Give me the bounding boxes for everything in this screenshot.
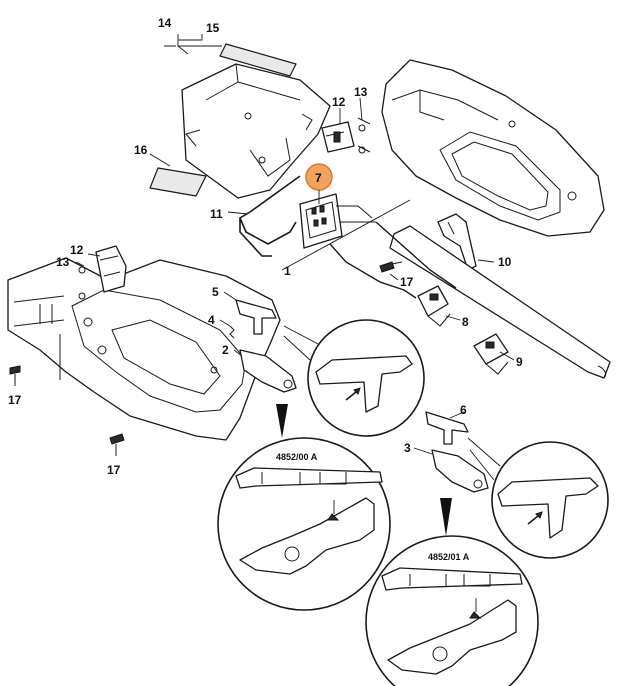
pointer-triangle-2 — [276, 404, 288, 438]
bracket-12-top — [321, 117, 371, 154]
callout-16: 16 — [134, 143, 148, 157]
callout-10: 10 — [498, 255, 512, 269]
detail-circle-trigger-2 — [217, 437, 391, 611]
screw-17-left-lower — [109, 433, 125, 456]
detail-circle-lever-6 — [491, 441, 609, 559]
part-number-b: 4852/01 A — [428, 552, 470, 562]
housing-cover — [181, 63, 331, 199]
part-number-a: 4852/00 A — [276, 452, 318, 462]
lever-6 — [425, 411, 469, 445]
callout-13-top: 13 — [354, 85, 368, 99]
callout-17-left-upper: 17 — [8, 393, 22, 407]
label-strip-15 — [219, 43, 297, 77]
callout-14: 14 — [158, 16, 172, 30]
cable-clip-10 — [437, 213, 477, 271]
callout-12-top: 12 — [332, 95, 346, 109]
spring-4 — [229, 325, 235, 339]
screw-17-left-upper — [9, 365, 21, 386]
bracket-14-15 — [177, 34, 222, 47]
plug-9 — [473, 333, 509, 375]
motor-housing-left — [7, 257, 281, 441]
rear-handle — [381, 59, 605, 237]
leader-lever-6 — [467, 437, 501, 481]
wire-11 — [238, 175, 301, 257]
callout-9: 9 — [516, 355, 523, 369]
wire-to-8 — [329, 243, 417, 299]
callout-2: 2 — [222, 343, 229, 357]
callout-5: 5 — [212, 285, 219, 299]
callout-11: 11 — [210, 207, 223, 221]
trigger-2 — [239, 349, 297, 393]
callout-6: 6 — [460, 403, 467, 417]
lever-5 — [235, 299, 277, 335]
callout-8: 8 — [462, 315, 469, 329]
callout-7: 7 — [315, 171, 322, 185]
screw-17-top — [379, 261, 403, 273]
plug-8 — [417, 285, 451, 327]
label-plate-16 — [149, 167, 207, 197]
callout-13-left: 13 — [56, 255, 70, 269]
callout-15: 15 — [206, 21, 220, 35]
drive-shaft-tube — [389, 225, 611, 379]
callout-1: 1 — [284, 264, 291, 278]
detail-circle-lever-5 — [307, 319, 425, 437]
trigger-3 — [431, 449, 489, 493]
detail-circle-trigger-3 — [365, 535, 539, 686]
leader-lever-5 — [283, 325, 319, 361]
bracket-12-left — [78, 245, 127, 300]
leader-lines — [75, 97, 515, 455]
wire-to-9 — [375, 221, 457, 289]
callout-17-top: 17 — [400, 275, 414, 289]
callout-12-left: 12 — [70, 243, 84, 257]
pointer-triangle-3 — [440, 498, 452, 536]
callout-4: 4 — [208, 313, 215, 327]
callout-17-left-lower: 17 — [107, 463, 121, 477]
callout-3: 3 — [404, 441, 411, 455]
highlight-callout-7 — [305, 163, 333, 204]
switch-block — [299, 193, 376, 249]
